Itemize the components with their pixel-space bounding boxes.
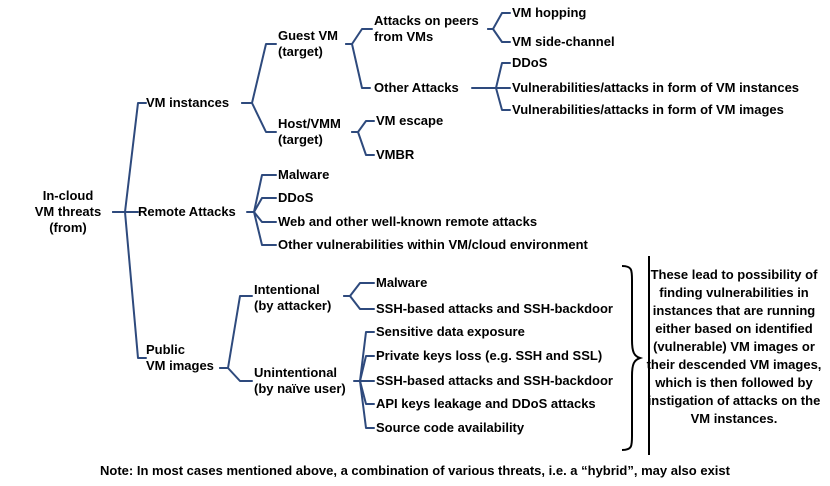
attacks-on-peers-label: Attacks on peers from VMs	[374, 13, 479, 45]
connector-remote-malware	[246, 174, 277, 213]
guest-vm-line-1: Guest VM	[278, 28, 338, 43]
leaf-sensitive-data: Sensitive data exposure	[376, 324, 525, 339]
connector-remote-other	[253, 211, 277, 246]
connector-guest-peers	[345, 28, 373, 45]
conclusion-text: These lead to possibility of finding vul…	[646, 267, 822, 426]
connector-peers-sidechannel	[487, 28, 511, 43]
footnote: Note: In most cases mentioned above, a c…	[100, 463, 730, 478]
public-vm-images-label: Public VM images	[146, 342, 214, 374]
guest-vm-line-2: (target)	[278, 44, 323, 59]
root-line-1: In-cloud	[42, 188, 94, 203]
host-vmm-line-2: (target)	[278, 132, 323, 147]
leaf-remote-other: Other vulnerabilities within VM/cloud en…	[278, 237, 588, 252]
leaf-vuln-vm-images: Vulnerabilities/attacks in form of VM im…	[512, 102, 784, 117]
connector-public-intentional	[219, 295, 253, 369]
leaf-vm-hopping: VM hopping	[512, 5, 587, 20]
connector-host-escape	[351, 120, 375, 133]
public-vm-images-line-1: Public	[146, 342, 186, 357]
leaf-vuln-vm-instances: Vulnerabilities/attacks in form of VM in…	[512, 80, 800, 95]
leaf-remote-ddos: DDoS	[278, 190, 314, 205]
vm-instances-label: VM instances	[146, 95, 230, 110]
connector-root-public-vm-images	[112, 211, 147, 359]
leaf-vm-escape: VM escape	[376, 113, 444, 128]
connector-peers-hopping	[487, 12, 511, 30]
connector-host-vmbr	[351, 131, 375, 156]
connector-unintentional-api	[359, 380, 375, 405]
connector-other-images	[495, 87, 511, 111]
other-attacks-label: Other Attacks	[374, 80, 459, 95]
root-line-2: VM threats	[34, 204, 102, 219]
leaf-vm-side-channel: VM side-channel	[512, 34, 615, 49]
connector-intentional-malware	[343, 282, 375, 297]
intentional-line-2: (by attacker)	[254, 298, 332, 313]
attacks-on-peers-line-2: from VMs	[374, 29, 434, 44]
connector-other-ddos	[471, 62, 511, 89]
connector-vm-instances-host	[241, 102, 277, 133]
connector-remote-web	[253, 211, 277, 223]
leaf-private-keys: Private keys loss (e.g. SSH and SSL)	[376, 348, 603, 363]
connector-remote-ddos	[253, 197, 277, 213]
attacks-on-peers-line-1: Attacks on peers	[374, 13, 479, 28]
leaf-vmbr: VMBR	[376, 147, 415, 162]
remote-attacks-label: Remote Attacks	[138, 204, 236, 219]
unintentional-label: Unintentional (by naïve user)	[254, 365, 346, 397]
curly-brace	[621, 265, 644, 451]
intentional-label: Intentional (by attacker)	[254, 282, 331, 314]
root-line-3: (from)	[49, 220, 87, 235]
leaf-source-code: Source code availability	[376, 420, 525, 435]
connector-public-unintentional	[219, 367, 253, 382]
host-vmm-line-1: Host/VMM	[278, 116, 341, 131]
root-label: In-cloud VM threats (from)	[20, 188, 116, 236]
connector-unintentional-keys	[359, 355, 375, 382]
unintentional-line-1: Unintentional	[254, 365, 338, 380]
leaf-remote-malware: Malware	[278, 167, 330, 182]
leaf-api-keys: API keys leakage and DDoS attacks	[376, 396, 596, 411]
connector-unintentional-sensitive	[353, 331, 375, 382]
leaf-intentional-ssh: SSH-based attacks and SSH-backdoor	[376, 301, 613, 316]
public-vm-images-line-2: VM images	[146, 358, 214, 373]
intentional-line-1: Intentional	[254, 282, 320, 297]
connector-vm-instances-guest	[241, 43, 277, 104]
connector-guest-other	[345, 43, 371, 89]
connector-unintentional-source	[359, 380, 375, 429]
connector-intentional-ssh	[343, 295, 375, 310]
host-vmm-label: Host/VMM (target)	[278, 116, 341, 148]
leaf-ddos-guest: DDoS	[512, 55, 548, 70]
unintentional-line-2: (by naïve user)	[254, 381, 346, 396]
guest-vm-label: Guest VM (target)	[278, 28, 338, 60]
leaf-remote-web: Web and other well-known remote attacks	[278, 214, 538, 229]
leaf-intentional-malware: Malware	[376, 275, 428, 290]
leaf-unintentional-ssh: SSH-based attacks and SSH-backdoor	[376, 373, 613, 388]
connector-root-vm-instances	[112, 102, 147, 213]
